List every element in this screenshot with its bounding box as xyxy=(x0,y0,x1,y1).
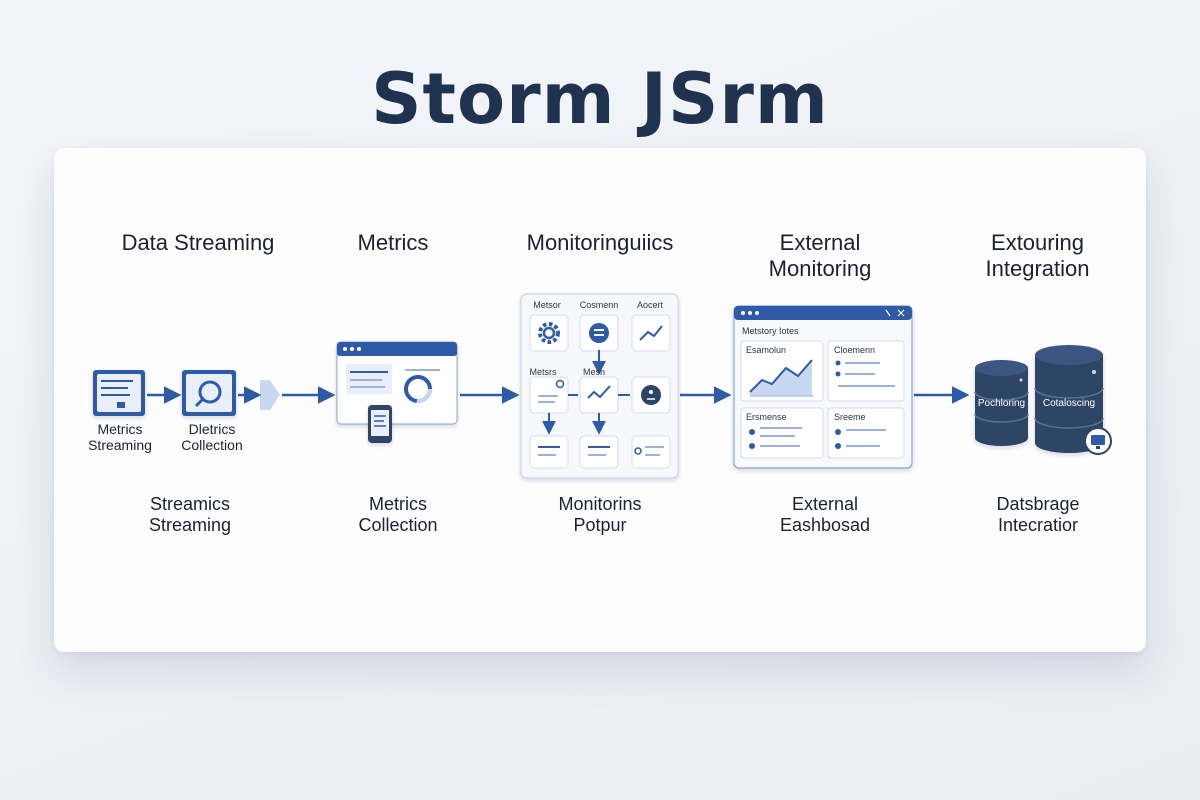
grid-col-label-2: Cosmenn xyxy=(579,300,619,310)
stage-caption-collection: Metrics Collection xyxy=(358,494,438,535)
grid-col-label-1: Metsor xyxy=(533,300,561,310)
stage-header-data-streaming: Data Streaming xyxy=(121,230,275,255)
icon-label-streaming: Metrics Streaming xyxy=(88,421,152,453)
monitor-badge-icon xyxy=(1084,427,1112,455)
trend-chart-icon xyxy=(639,325,663,341)
database-label-left: Pochloring xyxy=(977,398,1026,409)
streaming-monitor-icon xyxy=(93,370,145,416)
alert-face-icon xyxy=(641,385,661,405)
stage-caption-external: External Eashbosad xyxy=(779,494,871,535)
stage-header-monitoring: Monitoringuiics xyxy=(526,230,674,255)
database-cylinder-left xyxy=(974,360,1029,446)
stage-header-metrics: Metrics xyxy=(357,230,429,255)
dashboard-panel-1: Esamolun xyxy=(746,345,787,355)
stage-caption-monitoring: Monitorins Potpur xyxy=(558,494,642,535)
diagram-title: Storm JSrm xyxy=(371,58,829,140)
grid-col-label-3: Aocert xyxy=(636,300,663,310)
grid-row-label: Metsrs xyxy=(529,367,557,377)
gear-icon xyxy=(538,322,560,344)
dashboard-panel-2: Cloemenn xyxy=(834,345,876,355)
database-badge-icon xyxy=(589,323,609,343)
monitoring-grid-panel xyxy=(520,293,679,479)
chevron-connector-icon xyxy=(260,380,280,410)
dashboard-panel-4: Sreeme xyxy=(834,412,866,422)
stage-caption-streaming: Streamics Streaming xyxy=(148,494,232,535)
stage-header-integration: Extouring Integration xyxy=(985,230,1090,281)
database-label-right: Cotaloscing xyxy=(1042,398,1096,409)
stage-caption-integration: Datsbrage Intecratior xyxy=(996,494,1080,535)
tile-list-lines xyxy=(538,395,664,456)
settings-small-icon xyxy=(555,379,565,389)
dashboard-title: Metstory Iotes xyxy=(742,326,799,336)
metrics-browser-window xyxy=(336,341,458,425)
collection-search-icon xyxy=(182,370,236,416)
pulse-icon xyxy=(587,385,611,399)
icon-label-collection: Dletrics Collection xyxy=(181,421,243,453)
external-dashboard-window xyxy=(733,305,913,469)
stage-header-external-monitoring: External Monitoring xyxy=(768,230,872,281)
grid-center-label: Mesn xyxy=(582,367,605,377)
dashboard-panel-3: Ersmense xyxy=(746,412,787,422)
phone-icon xyxy=(368,405,392,443)
